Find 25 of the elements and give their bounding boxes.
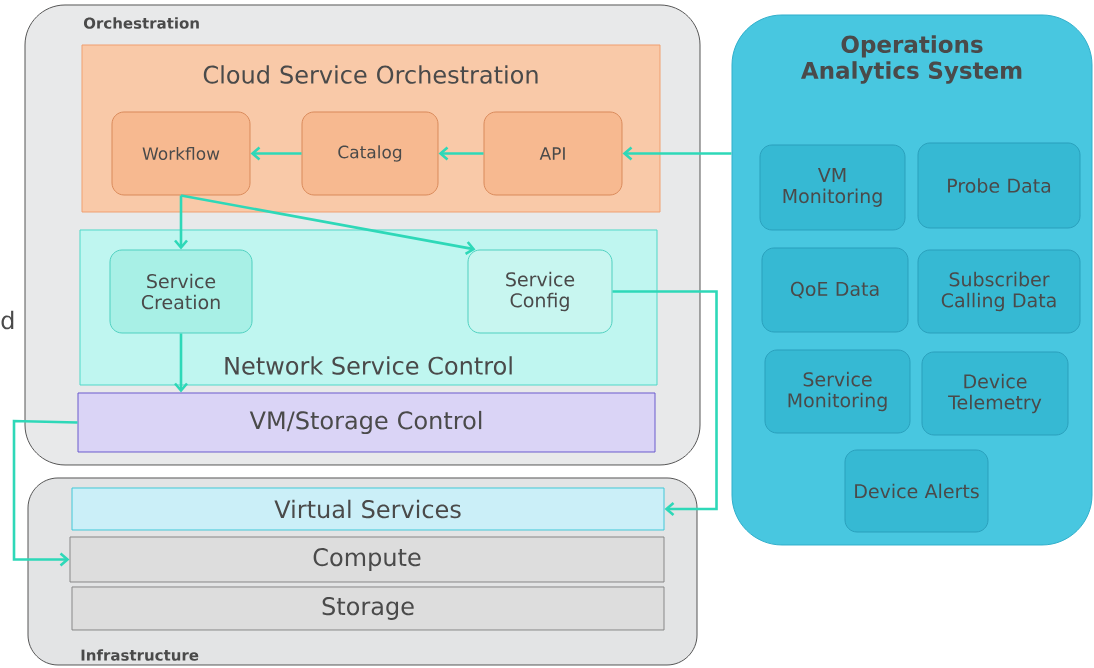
- arrow: [174, 333, 188, 393]
- arrow: [622, 146, 732, 161]
- layer-bar: Storage: [71, 586, 665, 631]
- data-box: Device Telemetry: [921, 351, 1069, 436]
- arrow: [12, 419, 78, 567]
- layer-bar: VM/Storage Control: [77, 392, 656, 453]
- process-box: Workflow: [111, 111, 251, 196]
- arrow: [438, 146, 484, 161]
- arrow: [612, 290, 718, 516]
- data-box: QoE Data: [761, 247, 909, 333]
- layer-bar: Compute: [69, 536, 665, 583]
- process-box: API: [483, 111, 623, 196]
- process-box: Catalog: [301, 111, 439, 196]
- data-box: VM Monitoring: [759, 144, 906, 231]
- layer-bar: Virtual Services: [71, 487, 665, 531]
- cut-text: d: [1, 310, 14, 330]
- arrow: [250, 146, 302, 161]
- process-box: Service Config: [467, 249, 613, 334]
- process-box: Service Creation: [109, 249, 253, 334]
- arrow: [174, 195, 188, 250]
- data-box: Subscriber Calling Data: [917, 249, 1081, 334]
- data-box: Service Monitoring: [764, 349, 911, 434]
- arrow: [180, 194, 476, 255]
- data-box: Device Alerts: [844, 449, 989, 533]
- data-box: Probe Data: [917, 142, 1081, 229]
